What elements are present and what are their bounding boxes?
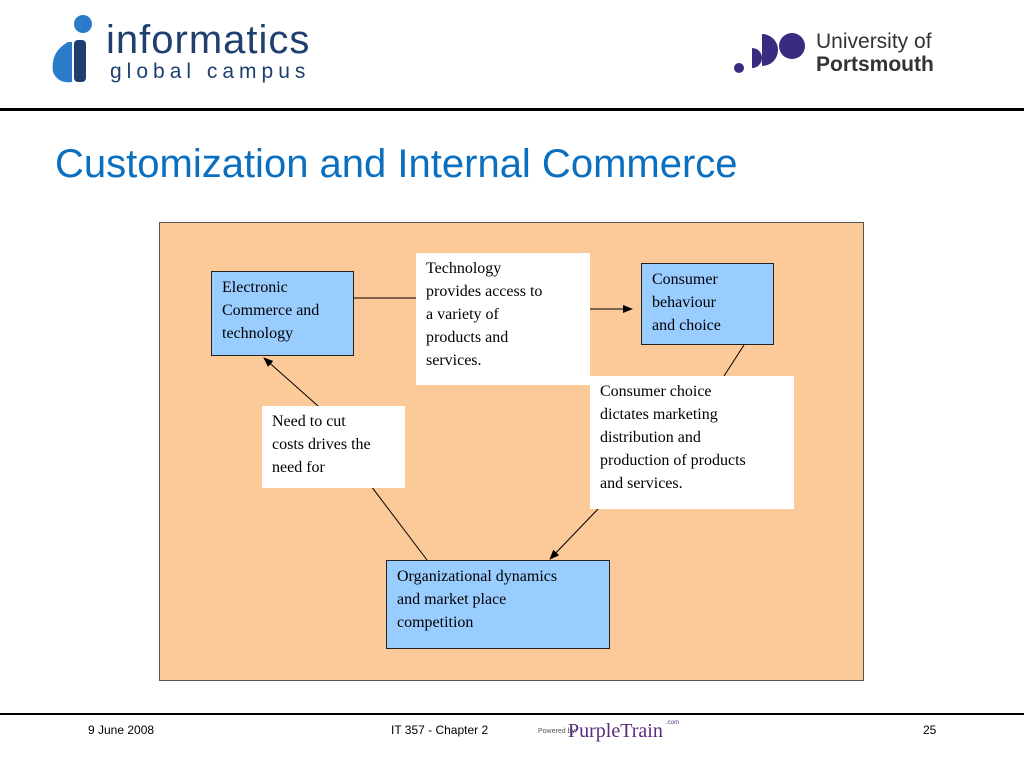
- informatics-i-icon: [52, 15, 92, 83]
- connector-org-to-costs: [364, 477, 428, 561]
- commerce-cycle-diagram: Electronic Commerce and technology Consu…: [159, 222, 864, 681]
- global-campus-wordmark: global campus: [110, 60, 311, 83]
- informatics-wordmark: informatics: [106, 18, 311, 62]
- powered-by-label: Powered by:: [538, 728, 577, 735]
- footer-course: IT 357 - Chapter 2: [391, 723, 489, 737]
- arrow-choice-to-org: [549, 508, 599, 560]
- slide-title: Customization and Internal Commerce: [55, 142, 738, 186]
- label-consumer-choice: Consumer choice dictates marketing distr…: [590, 376, 794, 509]
- portsmouth-wordmark: Portsmouth: [816, 53, 934, 76]
- purpletrain-wordmark: PurpleTrain: [568, 720, 663, 742]
- node-consumer-behaviour: Consumer behaviour and choice: [641, 263, 774, 345]
- connector-consumer-to-choice: [723, 344, 745, 377]
- university-of-wordmark: University of: [816, 30, 932, 53]
- footer-date: 9 June 2008: [88, 723, 155, 737]
- slide-number: 25: [923, 723, 937, 737]
- node-organizational-dynamics: Organizational dynamics and market place…: [386, 560, 610, 649]
- portsmouth-logo: University of Portsmouth: [732, 30, 982, 80]
- node-electronic-commerce: Electronic Commerce and technology: [211, 271, 354, 356]
- portsmouth-dots-icon: [734, 33, 805, 74]
- label-cut-costs: Need to cut costs drives the need for: [262, 406, 405, 488]
- header-divider: [0, 108, 1024, 111]
- footer-divider: [0, 713, 1024, 715]
- informatics-logo: informatics global campus: [48, 12, 368, 86]
- arrow-costs-to-ec: [263, 357, 319, 407]
- label-technology-access: Technology provides access to a variety …: [416, 253, 590, 385]
- purpletrain-suffix: .com: [666, 720, 680, 726]
- powered-by-logo: Powered by: PurpleTrain .com: [538, 718, 698, 746]
